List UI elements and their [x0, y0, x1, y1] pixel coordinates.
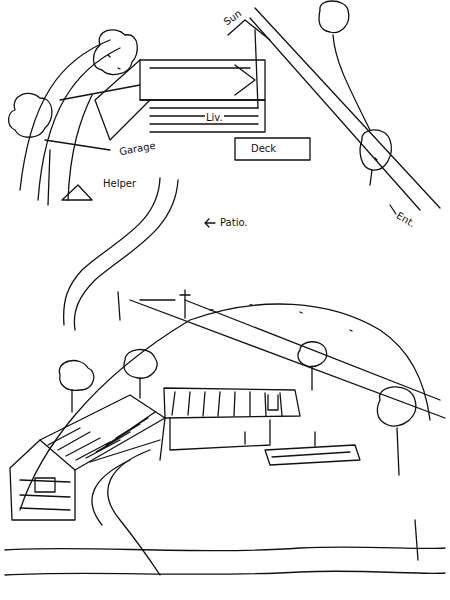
sketch-label: Sun — [221, 7, 245, 28]
sketch-label: Helper — [102, 178, 137, 189]
sketch-label: Garage — [117, 140, 157, 158]
sketch-label: Patio. — [219, 217, 249, 228]
sketch-label: Deck — [250, 143, 277, 154]
sketch-label: Liv. — [205, 112, 224, 123]
sketch-label: Ent. — [394, 209, 418, 229]
